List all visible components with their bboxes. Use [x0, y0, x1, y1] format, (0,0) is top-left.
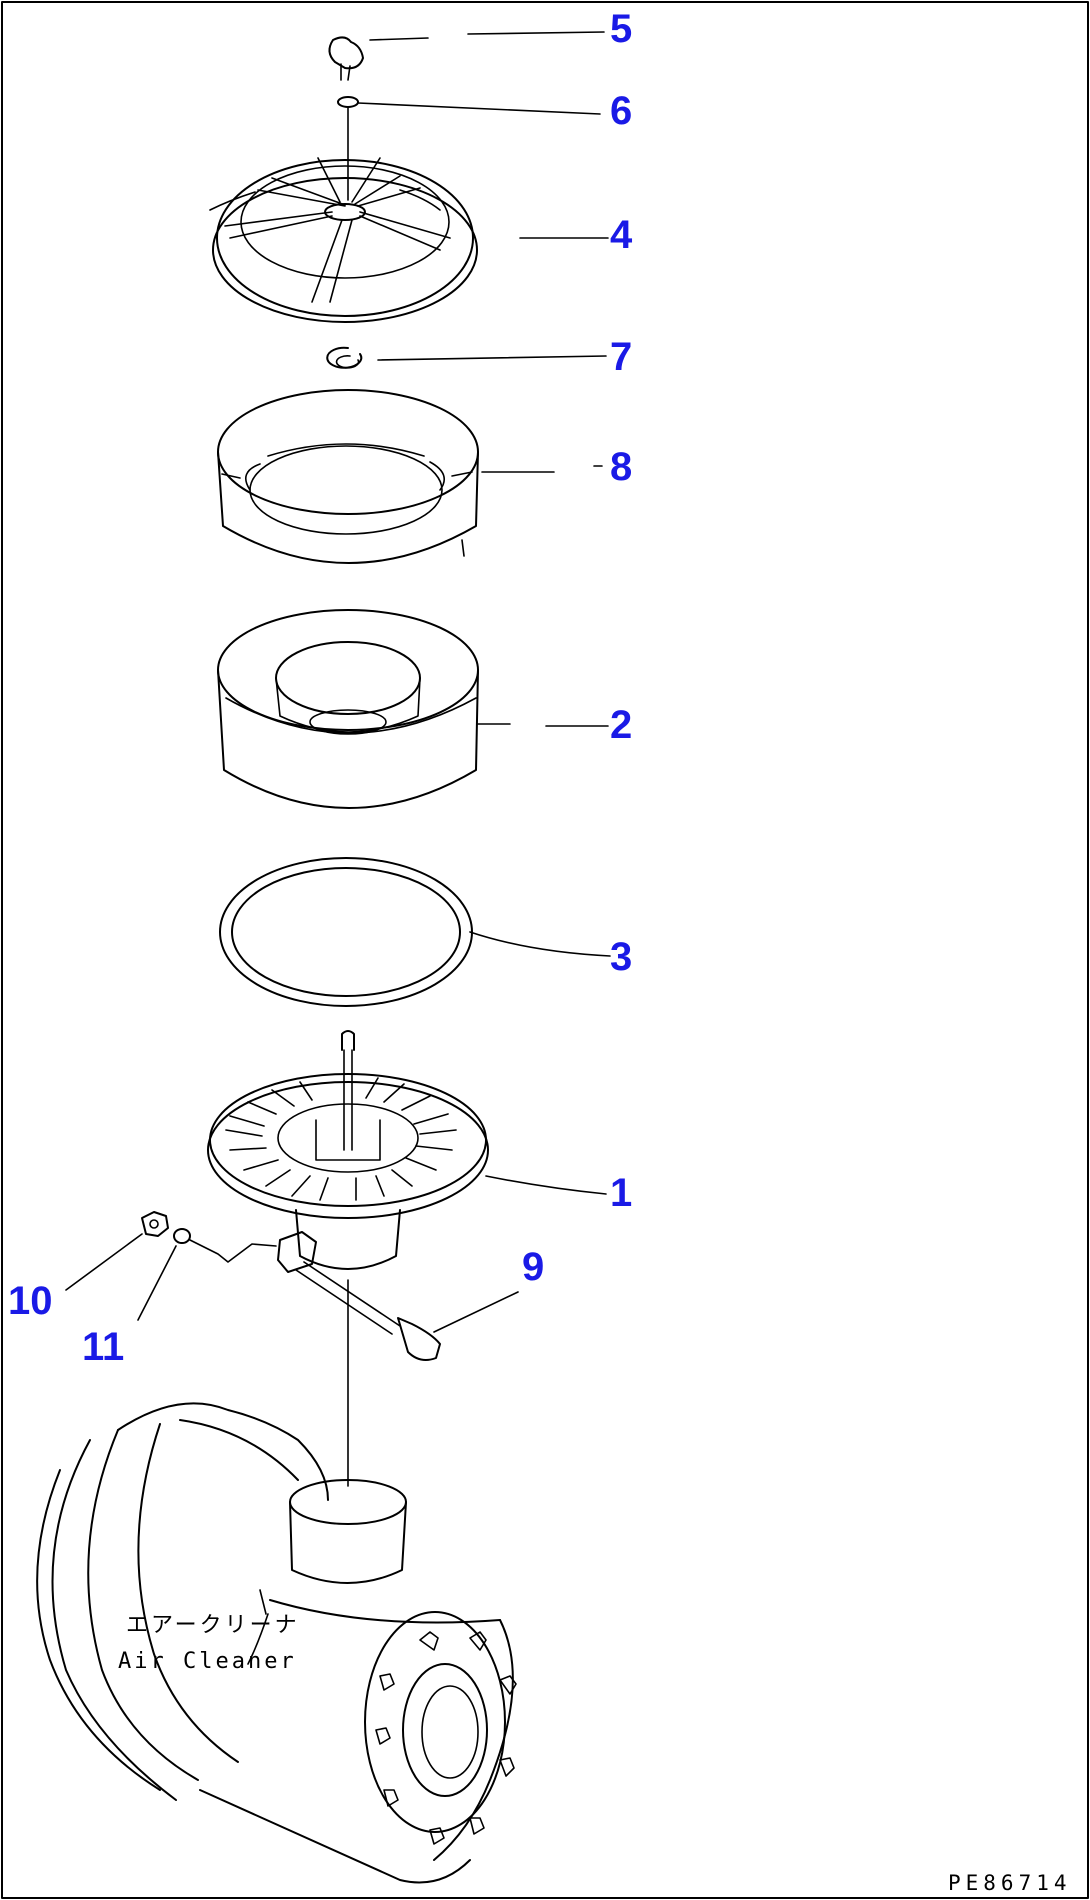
- callout-6: 6: [610, 89, 632, 133]
- callout-8: 8: [610, 445, 632, 489]
- part-3-o-ring: [219, 857, 473, 1007]
- callout-1: 1: [610, 1171, 632, 1215]
- assembly-label-en: Air Cleaner: [118, 1649, 297, 1674]
- callout-4: 4: [610, 213, 633, 257]
- callout-labels: 5 6 4 7 8 2 3 1 9 10 11: [8, 7, 633, 1369]
- callout-9: 9: [522, 1245, 544, 1289]
- part-5-wing-nut: [328, 36, 364, 81]
- part-2-element: [217, 609, 479, 809]
- drawing-code: PE86714: [948, 1871, 1072, 1895]
- air-cleaner-housing: [36, 1402, 517, 1884]
- callout-5: 5: [610, 7, 632, 51]
- callout-2: 2: [610, 703, 632, 747]
- leader-lines: [65, 31, 611, 1333]
- part-9-bolt: [277, 1231, 441, 1361]
- part-11-washer: [173, 1228, 277, 1263]
- callout-3: 3: [610, 935, 632, 979]
- part-6-washer: [337, 96, 359, 201]
- part-7-snap-ring: [326, 346, 363, 369]
- callout-11: 11: [82, 1325, 124, 1369]
- assembly-label-jp: エアークリーナ: [126, 1613, 300, 1638]
- part-10-nut: [141, 1211, 169, 1237]
- callout-10: 10: [8, 1279, 53, 1323]
- part-1-body: [207, 1030, 489, 1270]
- part-4-cover: [209, 157, 478, 323]
- callout-7: 7: [610, 335, 632, 379]
- part-8-precleaner: [217, 389, 479, 564]
